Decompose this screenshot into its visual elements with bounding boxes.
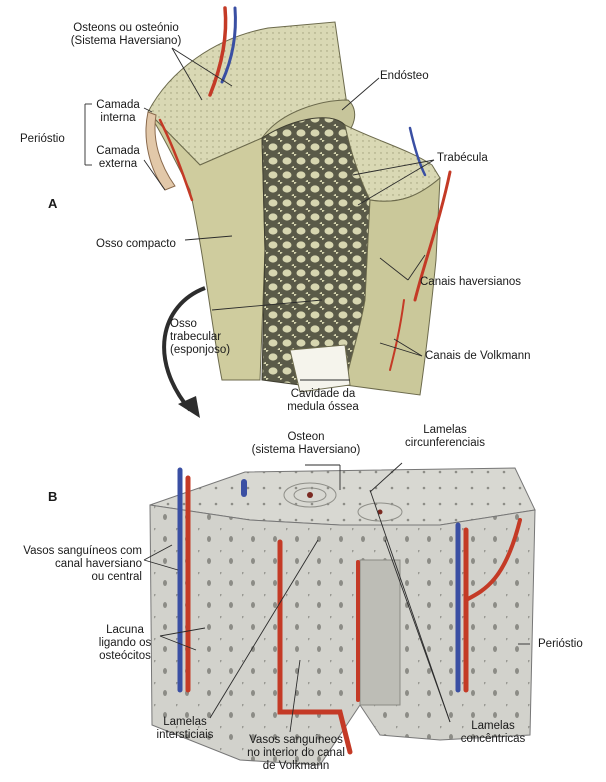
label-periosteo-b: Perióstio [538,638,583,651]
label-endosteo: Endósteo [380,70,429,83]
label-osteon: Osteon(sistema Haversiano) [236,431,376,457]
label-trabecula: Trabécula [437,152,488,165]
label-osso-compacto: Osso compacto [96,238,176,251]
label-canais-haversianos: Canais haversianos [420,276,521,289]
label-periosteo-a: Perióstio [20,133,65,146]
panel-label-a: A [48,196,57,211]
label-osteons: Osteons ou osteónio(Sistema Haversiano) [36,22,216,48]
panel-label-b: B [48,489,57,504]
label-canais-volkmann: Canais de Volkmann [425,350,530,363]
